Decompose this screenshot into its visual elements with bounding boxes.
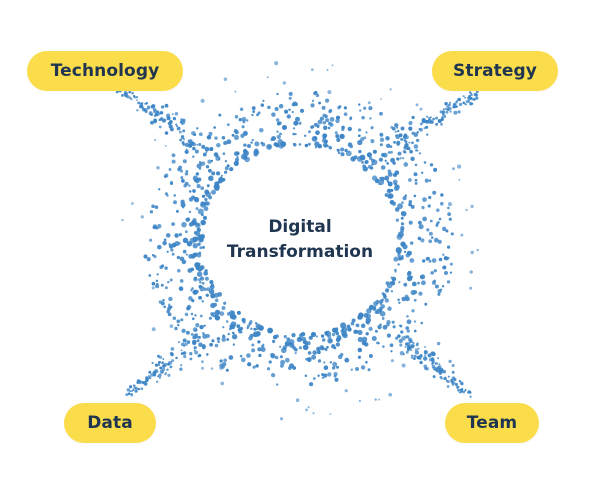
node-data-label: Data bbox=[87, 413, 133, 433]
node-team-label: Team bbox=[466, 413, 518, 433]
node-strategy-label: Strategy bbox=[453, 61, 537, 81]
node-data: Data bbox=[64, 403, 156, 443]
node-team: Team bbox=[445, 403, 539, 443]
node-strategy: Strategy bbox=[432, 51, 558, 91]
center-label-line-1: Digital bbox=[268, 217, 332, 237]
node-technology: Technology bbox=[27, 51, 183, 91]
center-label: Digital Transformation bbox=[200, 215, 400, 265]
center-label-line-2: Transformation bbox=[226, 242, 374, 262]
particle-dots bbox=[115, 61, 479, 421]
node-technology-label: Technology bbox=[50, 61, 160, 81]
